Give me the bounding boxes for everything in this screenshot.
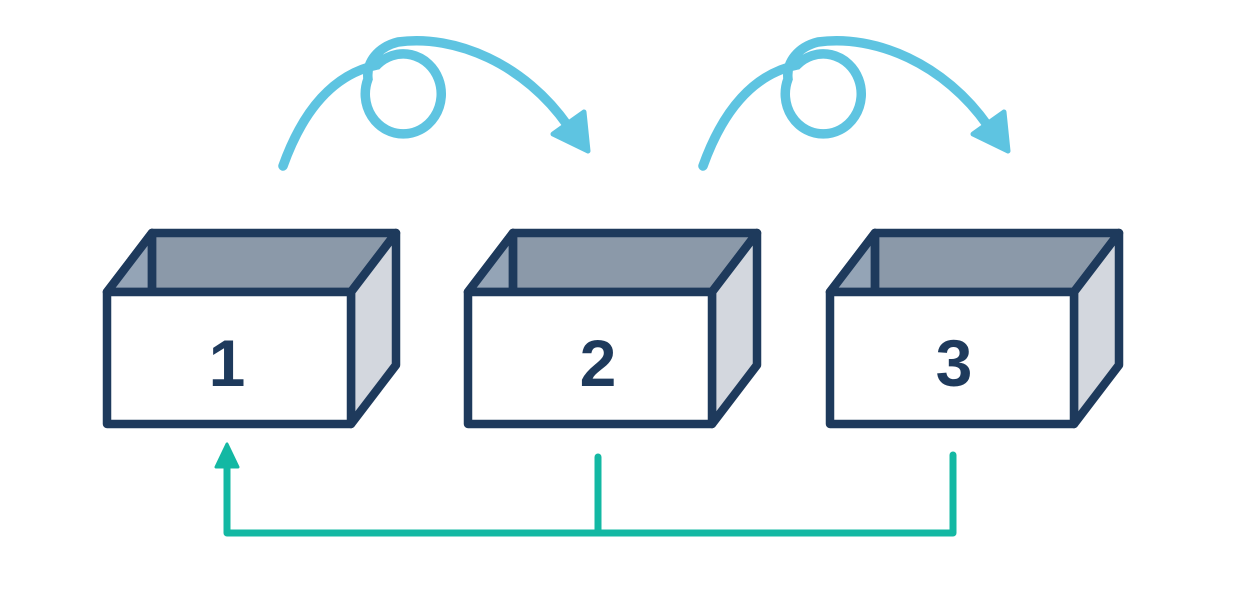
- box-1: 1: [102, 228, 401, 429]
- jump-arrow-2: [698, 36, 1011, 171]
- jump-arrow-2-arrowhead-icon: [970, 109, 1011, 154]
- box-2-label: 2: [580, 326, 617, 400]
- box-2: 2: [463, 228, 762, 429]
- box-3-inner-wall: [825, 228, 880, 297]
- box-1-front-face: [102, 287, 356, 429]
- box-3: 3: [825, 228, 1124, 429]
- box-3-front-face: [825, 287, 1079, 429]
- jump-arrow-2-curve-icon: [698, 36, 993, 171]
- jump-arrow-1-arrowhead-icon: [550, 109, 591, 154]
- box-2-front-face: [463, 287, 717, 429]
- jump-arrow-1: [278, 36, 591, 171]
- return-arrow-main-line: [223, 451, 957, 537]
- box-1-label: 1: [209, 326, 246, 400]
- box-2-inner-wall: [463, 228, 518, 297]
- return-arrow: [214, 442, 957, 537]
- box-1-inner-wall: [102, 228, 157, 297]
- jump-arrow-1-curve-icon: [278, 36, 573, 171]
- box-3-label: 3: [936, 326, 973, 400]
- return-arrowhead-up-icon: [214, 442, 240, 469]
